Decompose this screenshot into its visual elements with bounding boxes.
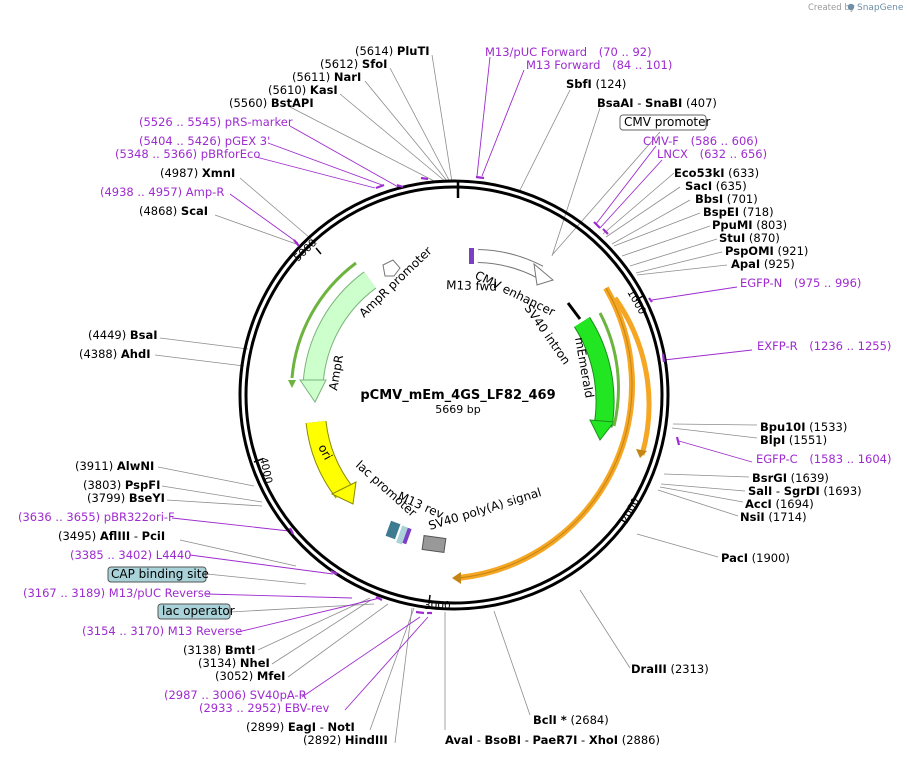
site-scaI: (4868) ScaI bbox=[139, 204, 208, 218]
site-pspOMI: PspOMI (921) bbox=[725, 244, 808, 258]
sites-left: (5614) PluTI (5612) SfoI (5611) NarI (56… bbox=[58, 44, 430, 747]
primer-cmv-f: CMV-F (586 .. 606) bbox=[643, 134, 758, 148]
site-kasI: (5610) KasI bbox=[268, 83, 338, 97]
primer-amp-r: (4938 .. 4957) Amp-R bbox=[100, 185, 224, 199]
lac-operator-box bbox=[157, 603, 231, 620]
snapgene-logo-icon bbox=[847, 3, 855, 11]
sites-right: SbfI (124) BsaAI - SnaBI (407) Eco53kI (… bbox=[445, 77, 862, 747]
site-pspFI: (3803) PspFI bbox=[83, 478, 160, 492]
site-pacI: PacI (1900) bbox=[721, 551, 790, 565]
feature-label-m13-fwd: M13 fwd bbox=[446, 278, 497, 294]
cap-site-box bbox=[107, 566, 207, 583]
ampr-promoter-arrow bbox=[382, 259, 401, 277]
credit-prefix: Created by bbox=[808, 3, 855, 13]
site-salI-sgrDI: SalI - SgrDI (1693) bbox=[748, 484, 862, 498]
primer-prs-marker: (5526 .. 5545) pRS-marker bbox=[139, 115, 293, 129]
site-stuI: StuI (870) bbox=[719, 231, 780, 245]
site-bbsI: BbsI (701) bbox=[695, 192, 758, 206]
site-sbfI: SbfI (124) bbox=[566, 77, 626, 91]
site-hindIII: (2892) HindIII bbox=[303, 733, 388, 747]
cap-site-marker bbox=[396, 525, 408, 545]
site-ahdI: (4388) AhdI bbox=[79, 347, 151, 361]
backbone-inner bbox=[244, 185, 664, 605]
site-aflIII-pciI: (3495) AflIII - PciI bbox=[58, 529, 165, 543]
feature-label-ori: ori bbox=[315, 442, 335, 462]
primer-egfp-n: EGFP-N (975 .. 996) bbox=[740, 276, 861, 290]
site-bsaI: (4449) BsaI bbox=[88, 328, 158, 342]
primer-l4440: (3385 .. 3402) L4440 bbox=[70, 548, 191, 562]
site-plutI: (5614) PluTI bbox=[355, 44, 430, 58]
m13-fwd-marker bbox=[469, 248, 474, 264]
primer-m13-forward: M13 Forward (84 .. 101) bbox=[526, 58, 672, 72]
cmv-enhancer-arrow bbox=[477, 250, 543, 278]
site-accI: AccI (1694) bbox=[745, 497, 814, 511]
ori-arrow bbox=[306, 420, 352, 498]
site-nsiI: NsiI (1714) bbox=[740, 510, 807, 524]
site-eagI-notI: (2899) EagI - NotI bbox=[246, 720, 355, 734]
m13-rev-marker bbox=[402, 527, 412, 545]
primer-pbrforeco: (5348 .. 5366) pBRforEco bbox=[115, 147, 260, 161]
primer-ebv-rev: (2933 .. 2952) EBV-rev bbox=[199, 701, 329, 715]
primer-egfp-c: EGFP-C (1583 .. 1604) bbox=[756, 452, 891, 466]
memerald-arrow bbox=[574, 317, 614, 428]
feature-label-ampr: AmpR bbox=[326, 354, 346, 392]
site-xmnI: (4987) XmnI bbox=[160, 166, 235, 180]
site-bclI: BclI * (2684) bbox=[533, 713, 609, 727]
primer-sv40pa-r: (2987 .. 3006) SV40pA-R bbox=[164, 688, 307, 702]
sv40-intron-marker bbox=[566, 302, 582, 320]
primer-m13puc-reverse: (3167 .. 3189) M13/pUC Reverse bbox=[23, 586, 211, 600]
credit-brand: SnapGene bbox=[857, 3, 904, 13]
site-bmtI: (3138) BmtI bbox=[183, 643, 255, 657]
tick-label-3000: 3000 bbox=[424, 600, 451, 612]
primer-pgex3: (5404 .. 5426) pGEX 3' bbox=[139, 134, 270, 148]
ruler-ticks bbox=[253, 247, 644, 604]
primer-exfp-r: EXFP-R (1236 .. 1255) bbox=[757, 339, 891, 353]
cmv-promoter-label: CMV promoter bbox=[624, 115, 711, 129]
memerald-arrow-head bbox=[589, 419, 615, 441]
site-sfoI: (5612) SfoI bbox=[320, 57, 387, 71]
leader-lines bbox=[154, 54, 758, 744]
sv40-polya-marker bbox=[421, 534, 447, 554]
site-draIII: DraIII (2313) bbox=[631, 662, 709, 676]
cmv-promoter-box bbox=[619, 114, 707, 131]
tick-label-2000: 2000 bbox=[619, 496, 642, 525]
site-bsrGI: BsrGI (1639) bbox=[752, 471, 829, 485]
primer-pbr322ori-f: (3636 .. 3655) pBR322ori-F bbox=[18, 510, 175, 524]
site-bpu10I: Bpu10I (1533) bbox=[760, 420, 847, 434]
primer-leader-lines bbox=[171, 56, 753, 711]
primer-m13puc-forward: M13/pUC Forward (70 .. 92) bbox=[485, 45, 652, 59]
site-ppuMI: PpuMI (803) bbox=[712, 218, 787, 232]
primer-marks bbox=[289, 175, 681, 615]
orf-arc-inner bbox=[612, 296, 652, 456]
orf-arrow-head bbox=[452, 572, 461, 584]
site-nheI: (3134) NheI bbox=[198, 656, 270, 670]
site-apaI: ApaI (925) bbox=[731, 257, 795, 271]
site-bsaAI-snaBI: BsaAI - SnaBI (407) bbox=[597, 96, 717, 110]
site-alwNI: (3911) AlwNI bbox=[75, 459, 154, 473]
lac-promoter-marker bbox=[385, 520, 401, 540]
tick-label-1000: 1000 bbox=[624, 288, 648, 317]
lac-operator-label: lac operator bbox=[162, 604, 235, 618]
site-avaI-group: AvaI - BsoBI - PaeR7I - XhoI (2886) bbox=[445, 733, 660, 747]
site-bspEI: BspEI (718) bbox=[703, 205, 774, 219]
plasmid-size: 5669 bp bbox=[435, 403, 480, 416]
cap-site-label: CAP binding site bbox=[111, 567, 209, 581]
site-blpI: BlpI (1551) bbox=[760, 433, 827, 447]
site-sacI: SacI (635) bbox=[685, 179, 747, 193]
site-bseYI: (3799) BseYI bbox=[87, 491, 165, 505]
feature-label-lac-promoter: lac promoter bbox=[353, 458, 419, 520]
site-bstAPI: (5560) BstAPI bbox=[229, 96, 314, 110]
ampr-arrow bbox=[303, 272, 376, 386]
site-mfeI: (3052) MfeI bbox=[215, 669, 285, 683]
backbone-outer bbox=[238, 179, 670, 611]
orf-arc-outer-edge bbox=[457, 287, 633, 579]
plasmid-name: pCMV_mEm_4GS_LF82_469 bbox=[360, 388, 555, 403]
site-eco53kI: Eco53kI (633) bbox=[674, 166, 759, 180]
primer-lncx: LNCX (632 .. 656) bbox=[657, 147, 767, 161]
primer-m13-reverse: (3154 .. 3170) M13 Reverse bbox=[82, 624, 242, 638]
site-narI: (5611) NarI bbox=[292, 70, 361, 84]
primer-labels: M13/pUC Forward (70 .. 92) M13 Forward (… bbox=[18, 45, 891, 715]
tick-label-4000: 4000 bbox=[257, 456, 274, 485]
